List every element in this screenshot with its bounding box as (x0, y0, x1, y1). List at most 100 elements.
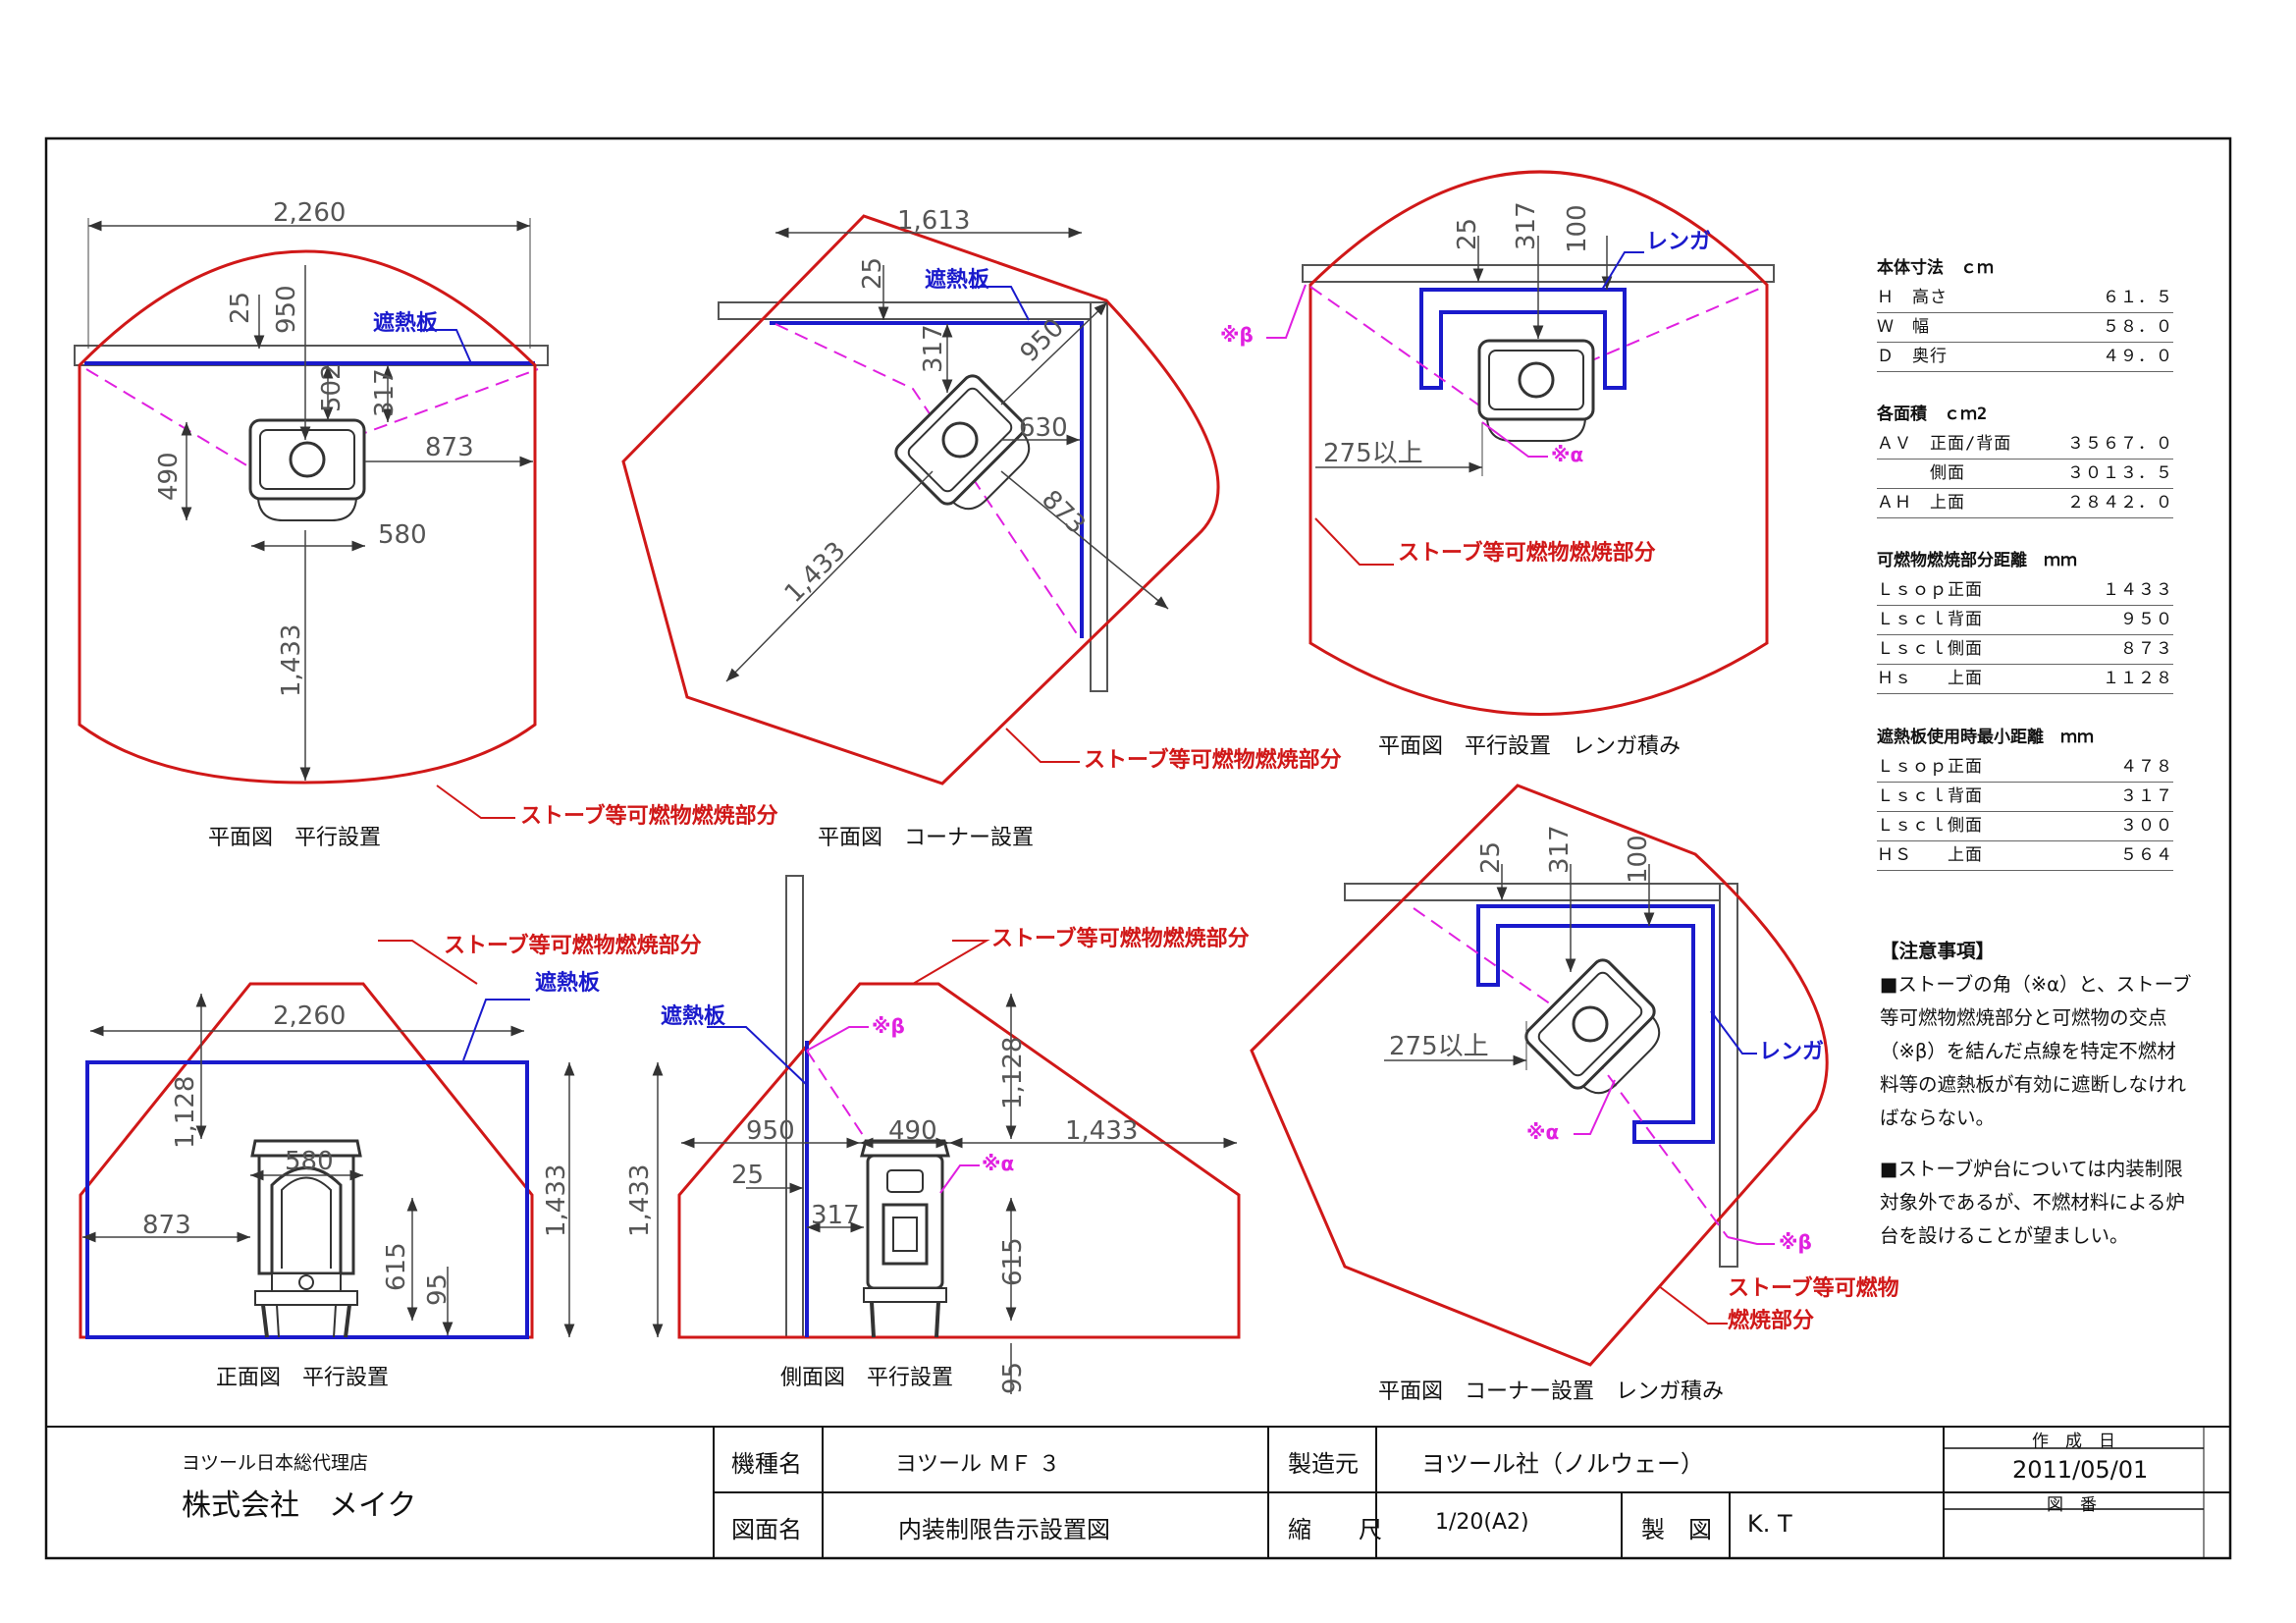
spec-value: ３５６７．０ (2067, 434, 2173, 454)
stove-zone-label-a: ストーブ等可燃物 (1728, 1275, 1899, 1301)
stove-plan (248, 418, 366, 522)
stove-zone-label: ストーブ等可燃物燃焼部分 (520, 803, 778, 829)
dim-100: 100 (1624, 835, 1653, 884)
alpha-label: ※α (1551, 443, 1583, 466)
drawing-number-label: 図 番 (2047, 1495, 2097, 1515)
spec-value: ８７３ (2120, 639, 2173, 659)
spec-row: ＡＶ 正面/背面 ３５６７．０ (1877, 430, 2173, 460)
spec-row: ＡＨ 上面 ２８４２．０ (1877, 489, 2173, 518)
spec-value: ５６４ (2120, 845, 2173, 865)
dim-317: 317 (1512, 201, 1541, 250)
stove-plan (890, 370, 1045, 525)
notes-title: 【注意事項】 (1880, 940, 1996, 962)
heat-shield-label: 遮熱板 (535, 970, 601, 996)
brick-label: レンガ (1646, 230, 1711, 254)
brick-label: レンガ (1759, 1040, 1824, 1064)
combustion-zone (677, 982, 1241, 1339)
heat-shield-line (770, 321, 1084, 638)
dim-502: 502 (317, 363, 347, 412)
dim-1433b: 1,433 (1065, 1116, 1138, 1146)
dim-25: 25 (731, 1161, 764, 1190)
dim-950: 950 (746, 1116, 795, 1146)
spec-key: ＨＳ 上面 (1877, 845, 1983, 865)
spec-key: Ｌｓｏｐ正面 (1877, 580, 1983, 600)
spec-value: ４７８ (2120, 757, 2173, 777)
dim-490: 490 (888, 1116, 937, 1146)
dim-25: 25 (1453, 218, 1482, 250)
spec-key: Ｌｓｃｌ側面 (1877, 816, 1983, 836)
scale-label: 縮 尺 (1288, 1516, 1382, 1543)
dim-630: 630 (1019, 413, 1068, 443)
wall-side (1719, 883, 1738, 1268)
spec-key: Ｈｓ 上面 (1877, 669, 1983, 688)
front-parallel-view: 2,260 1,128 580 873 615 95 1,433 ストーブ等可燃… (79, 933, 702, 1390)
dim-580: 580 (378, 520, 427, 550)
spec-value: １４３３ (2103, 580, 2173, 600)
dim-615: 615 (998, 1237, 1028, 1286)
combustion-zone (621, 214, 1220, 785)
spec-key: Ｌｓｃｌ背面 (1877, 786, 1983, 806)
brick-wall (1476, 904, 1715, 1144)
dim-490: 490 (154, 452, 184, 501)
spec-value: ３００ (2120, 816, 2173, 836)
spec-key: Ｄ 奥行 (1877, 347, 1948, 366)
caption-plan-corner: 平面図 コーナー設置 (818, 826, 1034, 850)
drawing-value: 内装制限告示設置図 (898, 1516, 1110, 1543)
caption-plan-parallel-brick: 平面図 平行設置 レンガ積み (1378, 734, 1681, 759)
spec-row: Ｌｓｏｐ正面 １４３３ (1877, 576, 2173, 606)
plan-parallel-brick-view: 25 317 100 275以上 レンガ ※β ※α ストーブ等可燃物燃焼部分 … (1220, 170, 1775, 759)
spec-row: Ｌｓｃｌ側面 ８７３ (1877, 635, 2173, 665)
stove-plan (1521, 954, 1676, 1109)
spec-value: ２８４２．０ (2067, 493, 2173, 513)
alpha-label: ※α (982, 1152, 1014, 1175)
company-name: 株式会社 メイク (182, 1488, 417, 1523)
spec-key: ＡＶ 正面/背面 (1877, 434, 2012, 454)
beta-label: ※β (1779, 1230, 1812, 1254)
spec-row: Ｈｓ 上面 １１２８ (1877, 665, 2173, 694)
heat-shield-label: 遮熱板 (925, 267, 990, 293)
stove-zone-label: ストーブ等可燃物燃焼部分 (1398, 540, 1656, 566)
title-block (46, 1426, 2230, 1558)
spec-value: ５８．０ (2103, 317, 2173, 337)
stove-side (860, 1139, 950, 1339)
dim-2260: 2,260 (273, 198, 346, 228)
spec-value: ３０１３．５ (2067, 463, 2173, 483)
dim-25: 25 (226, 292, 255, 324)
beta-label: ※β (1220, 323, 1254, 347)
combustion-zone (1250, 784, 1829, 1367)
dim-1613: 1,613 (897, 206, 970, 236)
spec-title: 各面積 ｃｍ2 (1877, 405, 1988, 424)
dim-1433: 1,433 (779, 536, 852, 609)
dim-873: 873 (142, 1211, 191, 1240)
spec-key: Ｌｓｃｌ側面 (1877, 639, 1983, 659)
note-1: ■ストーブの角（※α）と、ストーブ等可燃物燃焼部分と可燃物の交点（※β）を結んだ… (1880, 973, 2192, 1129)
plan-corner-brick-view: 25 317 100 275以上 レンガ ※α ※β ストーブ等可燃物 燃焼部分… (1250, 784, 1899, 1404)
spec-row: Ｗ 幅 ５８．０ (1877, 313, 2173, 343)
combustion-zone (78, 249, 537, 784)
spec-key: ＡＨ 上面 (1877, 493, 1965, 513)
sheet-border (44, 136, 2232, 1560)
dim-275: 275以上 (1389, 1032, 1489, 1061)
spec-value: ９５０ (2120, 610, 2173, 629)
dim-317: 317 (1545, 825, 1575, 874)
scale-value: 1/20(A2) (1435, 1510, 1529, 1535)
combustion-zone (1308, 170, 1769, 716)
spec-value: １１２８ (2103, 669, 2173, 688)
spec-key: Ｗ 幅 (1877, 317, 1930, 337)
dim-615: 615 (382, 1242, 411, 1291)
dim-100: 100 (1563, 204, 1592, 253)
spec-row: Ｌｓｃｌ側面 ３００ (1877, 812, 2173, 841)
dim-1128: 1,128 (998, 1037, 1028, 1109)
shield-dashed-line (806, 1050, 904, 1197)
plan-corner-view: 1,613 25 317 950 630 873 1,433 遮熱板 ストーブ等… (621, 206, 1342, 850)
brick-wall (1419, 288, 1627, 390)
dim-580: 580 (285, 1147, 334, 1176)
